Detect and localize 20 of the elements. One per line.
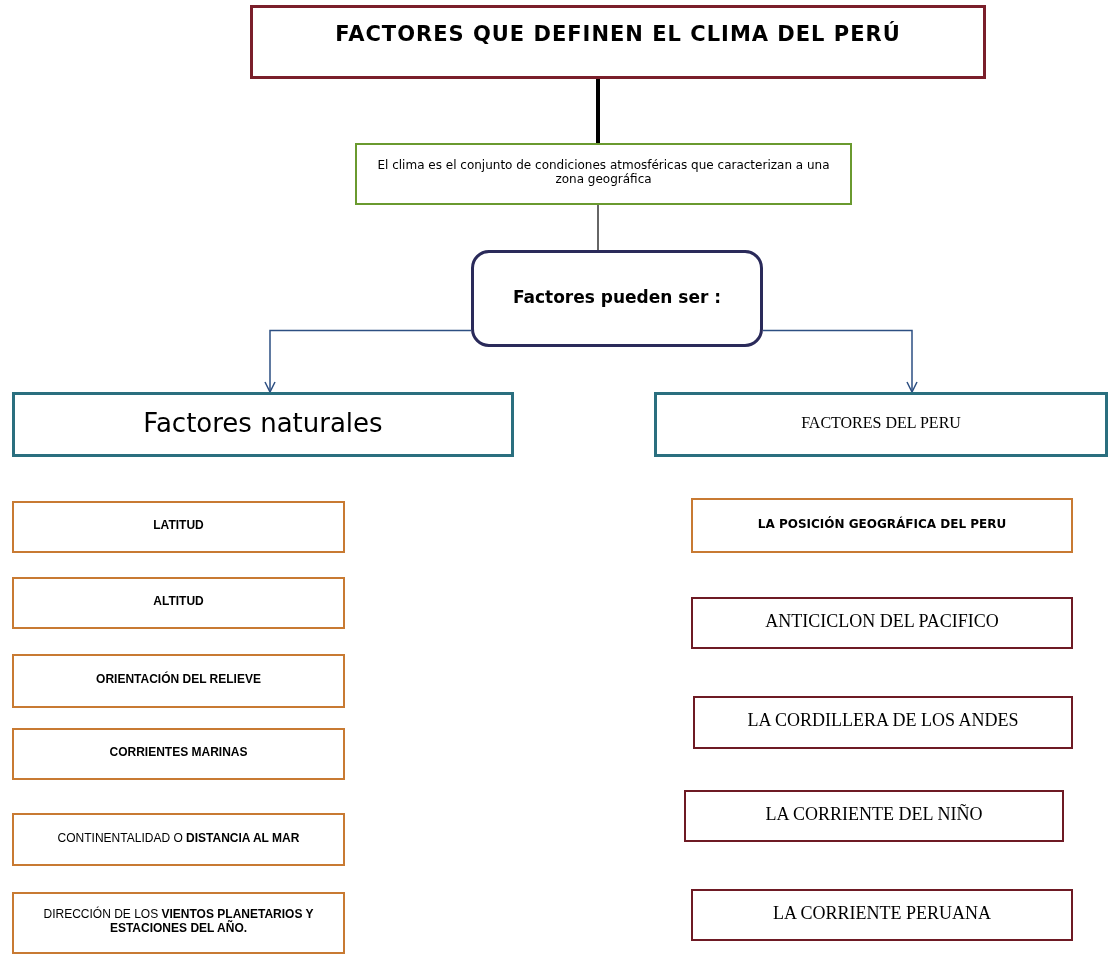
factor-box: LA CORDILLERA DE LOS ANDES [693,696,1073,749]
factor-box: LA CORRIENTE DEL NIÑO [684,790,1064,842]
title-box: FACTORES QUE DEFINEN EL CLIMA DEL PERÚ [250,5,986,79]
arrow [762,329,918,393]
factor-box: ALTITUD [12,577,345,629]
category-box: FACTORES DEL PERU [654,392,1108,457]
factor-box: LATITUD [12,501,345,553]
definition-box: El clima es el conjunto de condiciones atmosféricas que caracterizan a una zona geográfica [355,143,852,205]
factor-box: ORIENTACIÓN DEL RELIEVE [12,654,345,708]
arrow [264,329,472,393]
factor-box: CONTINENTALIDAD O DISTANCIA AL MAR [12,813,345,866]
factor-box: DIRECCIÓN DE LOS VIENTOS PLANETARIOS Y ESTACIONES DEL AÑO. [12,892,345,954]
connector-line [597,204,599,251]
factor-box: ANTICICLON DEL PACIFICO [691,597,1073,649]
rounded-box: Factores pueden ser : [471,250,763,347]
factor-box: LA POSICIÓN GEOGRÁFICA DEL PERU [691,498,1073,553]
category-box: Factores naturales [12,392,514,457]
factor-box: LA CORRIENTE PERUANA [691,889,1073,941]
factor-box: CORRIENTES MARINAS [12,728,345,780]
connector-line [596,79,600,143]
